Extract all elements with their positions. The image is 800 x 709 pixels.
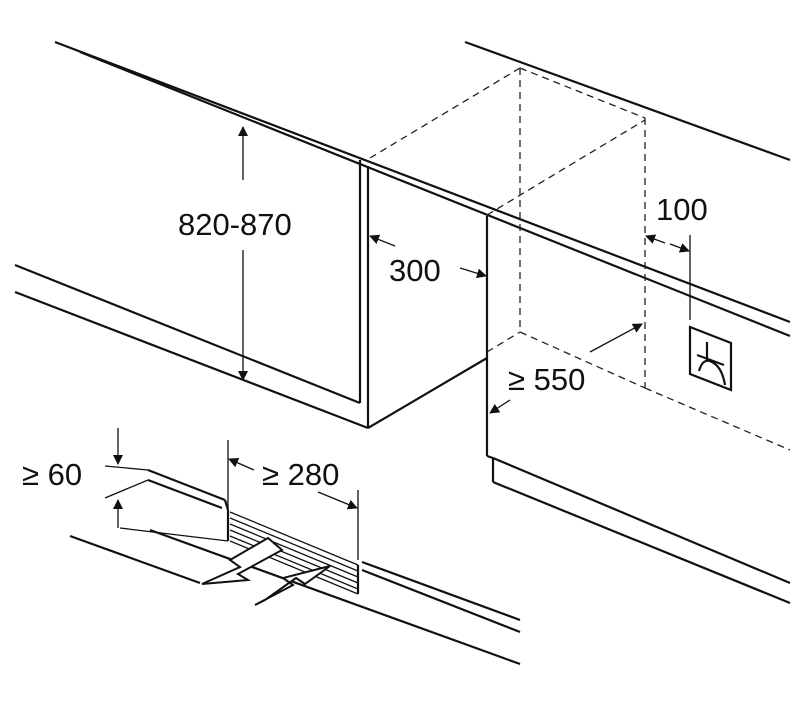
min-depth-label: ≥ 550	[508, 362, 586, 397]
left-cabinet	[14, 160, 488, 430]
appliance-niche-outline	[369, 67, 646, 389]
side-depth-dimension	[369, 234, 487, 279]
back-wall	[464, 40, 791, 451]
side-depth-label: 300	[389, 253, 441, 288]
plinth	[69, 468, 521, 666]
vent-width-dimension	[227, 440, 359, 560]
worktop	[54, 40, 791, 338]
power-socket-icon	[688, 325, 733, 392]
height-range-label: 820-870	[178, 207, 292, 242]
vent-height-dimension	[104, 428, 149, 528]
min-depth-dimension	[489, 323, 643, 414]
vent-width-label: ≥ 280	[262, 457, 340, 492]
vent-height-label: ≥ 60	[22, 457, 83, 492]
socket-offset-dimension	[645, 234, 691, 320]
airflow-out-arrow-icon	[201, 536, 284, 585]
airflow-in-arrow-icon	[254, 565, 331, 606]
right-cabinet	[485, 216, 791, 605]
socket-offset-label: 100	[656, 192, 708, 227]
vent-grille-icon	[229, 511, 359, 595]
